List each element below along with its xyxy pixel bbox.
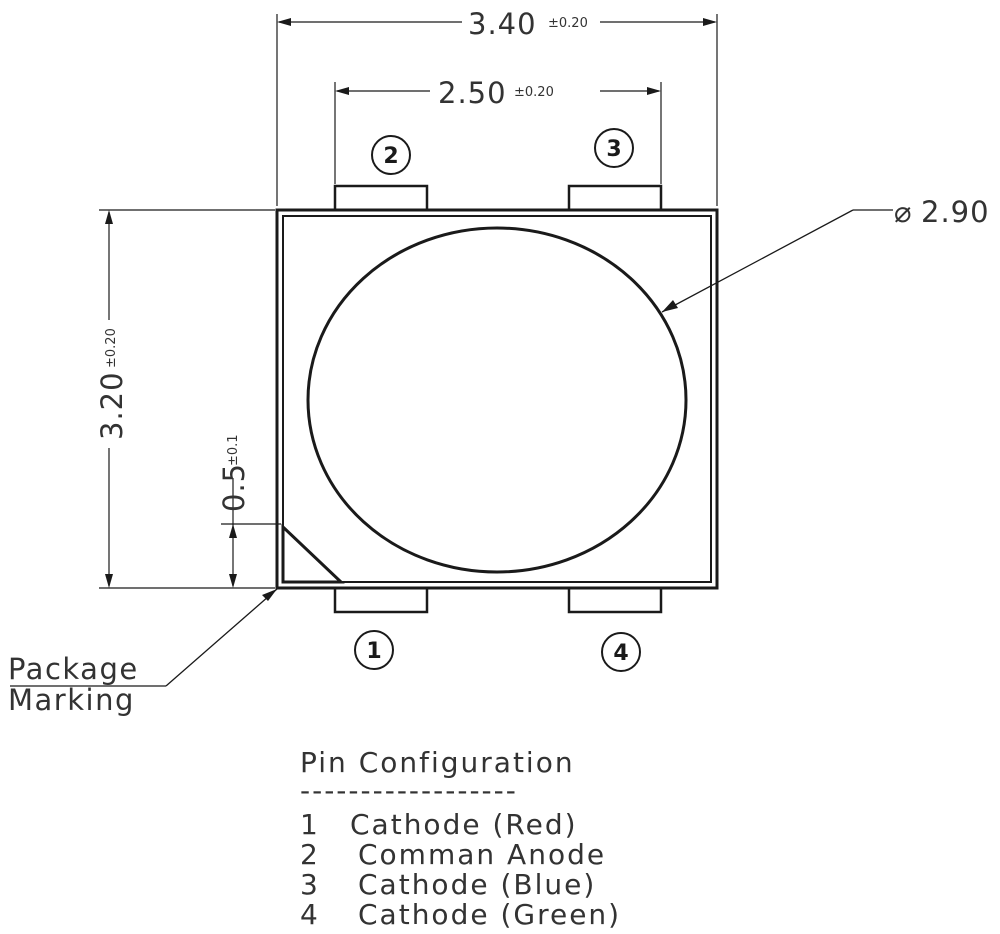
pin-4-circle — [601, 632, 641, 672]
dim-width-value: 3.40 — [468, 7, 537, 41]
dim-lens-diameter: ⌀ 2.90 — [661, 195, 990, 313]
pin-row-4-number: 4 — [300, 898, 320, 931]
package-marking-callout: Package Marking — [8, 588, 278, 717]
package-marking-label-line2: Marking — [8, 683, 135, 717]
dim-pitch-tolerance: ±0.20 — [514, 85, 554, 100]
pad-3 — [567, 184, 663, 212]
dim-marking-value: 0.5 — [217, 463, 251, 512]
pads — [333, 184, 663, 614]
pin-3-circle — [594, 128, 634, 168]
pad-4 — [567, 586, 663, 614]
package-body — [275, 208, 719, 590]
dim-diameter-value: 2.90 — [921, 195, 990, 229]
dim-pitch-value: 2.50 — [438, 76, 507, 110]
pad-2 — [333, 184, 429, 212]
pin-row-1-name: Cathode (Red) — [350, 808, 578, 841]
dim-height: 3.20 ±0.20 — [95, 209, 275, 589]
pin-2-circle — [371, 135, 411, 175]
dim-pin-pitch: 2.50 ±0.20 — [334, 76, 662, 184]
lens-circle — [306, 226, 688, 574]
pin-row-3-number: 3 — [300, 868, 320, 901]
dim-width-tolerance: ±0.20 — [548, 16, 588, 31]
diameter-symbol: ⌀ — [894, 195, 912, 229]
pin-callouts: 2 3 1 4 — [354, 128, 641, 672]
dim-width: 3.40 ±0.20 — [276, 7, 718, 206]
dim-height-value: 3.20 — [95, 371, 129, 440]
package-marking-corner — [281, 523, 345, 584]
pin-1-number: 1 — [366, 639, 381, 664]
pin-configuration-divider: ------------------ — [300, 774, 518, 807]
pin-2-number: 2 — [383, 144, 398, 169]
pin-configuration-title: Pin Configuration — [300, 746, 575, 779]
package-marking-label-line1: Package — [8, 652, 139, 686]
pin-row-4-name: Cathode (Green) — [358, 898, 621, 931]
dim-marking-tolerance: ±0.1 — [226, 434, 241, 466]
pin-configuration: Pin Configuration ------------------ 1 C… — [300, 746, 621, 931]
pin-row-2-name: Comman Anode — [358, 838, 606, 871]
pin-row-2-number: 2 — [300, 838, 320, 871]
dim-height-tolerance: ±0.20 — [104, 328, 119, 368]
pad-1 — [333, 586, 429, 614]
pin-row-1-number: 1 — [300, 808, 320, 841]
pin-3-number: 3 — [606, 137, 621, 162]
pin-row-3-name: Cathode (Blue) — [358, 868, 596, 901]
pin-1-circle — [354, 630, 394, 670]
dim-marking: 0.5 ±0.1 — [217, 434, 281, 588]
pin-4-number: 4 — [613, 641, 628, 666]
